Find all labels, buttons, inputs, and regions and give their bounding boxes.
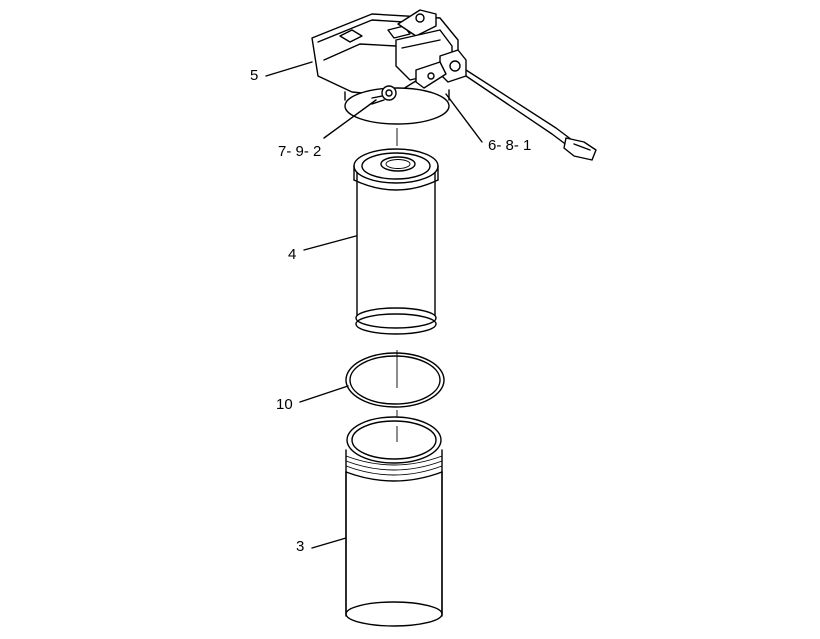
seal-ring <box>345 352 445 408</box>
callout-bowl: 3 <box>296 538 304 555</box>
sensor-wire <box>465 69 597 161</box>
callout-element: 4 <box>288 246 296 263</box>
filter-element <box>353 148 439 335</box>
callout-seal: 10 <box>276 396 293 413</box>
filter-bowl <box>345 416 443 627</box>
callout-valve: 7- 9- 2 <box>278 143 321 160</box>
callout-head: 5 <box>250 67 258 84</box>
filter-head <box>311 9 467 125</box>
callout-sensor: 6- 8- 1 <box>488 137 531 154</box>
leader-lines <box>265 61 483 549</box>
